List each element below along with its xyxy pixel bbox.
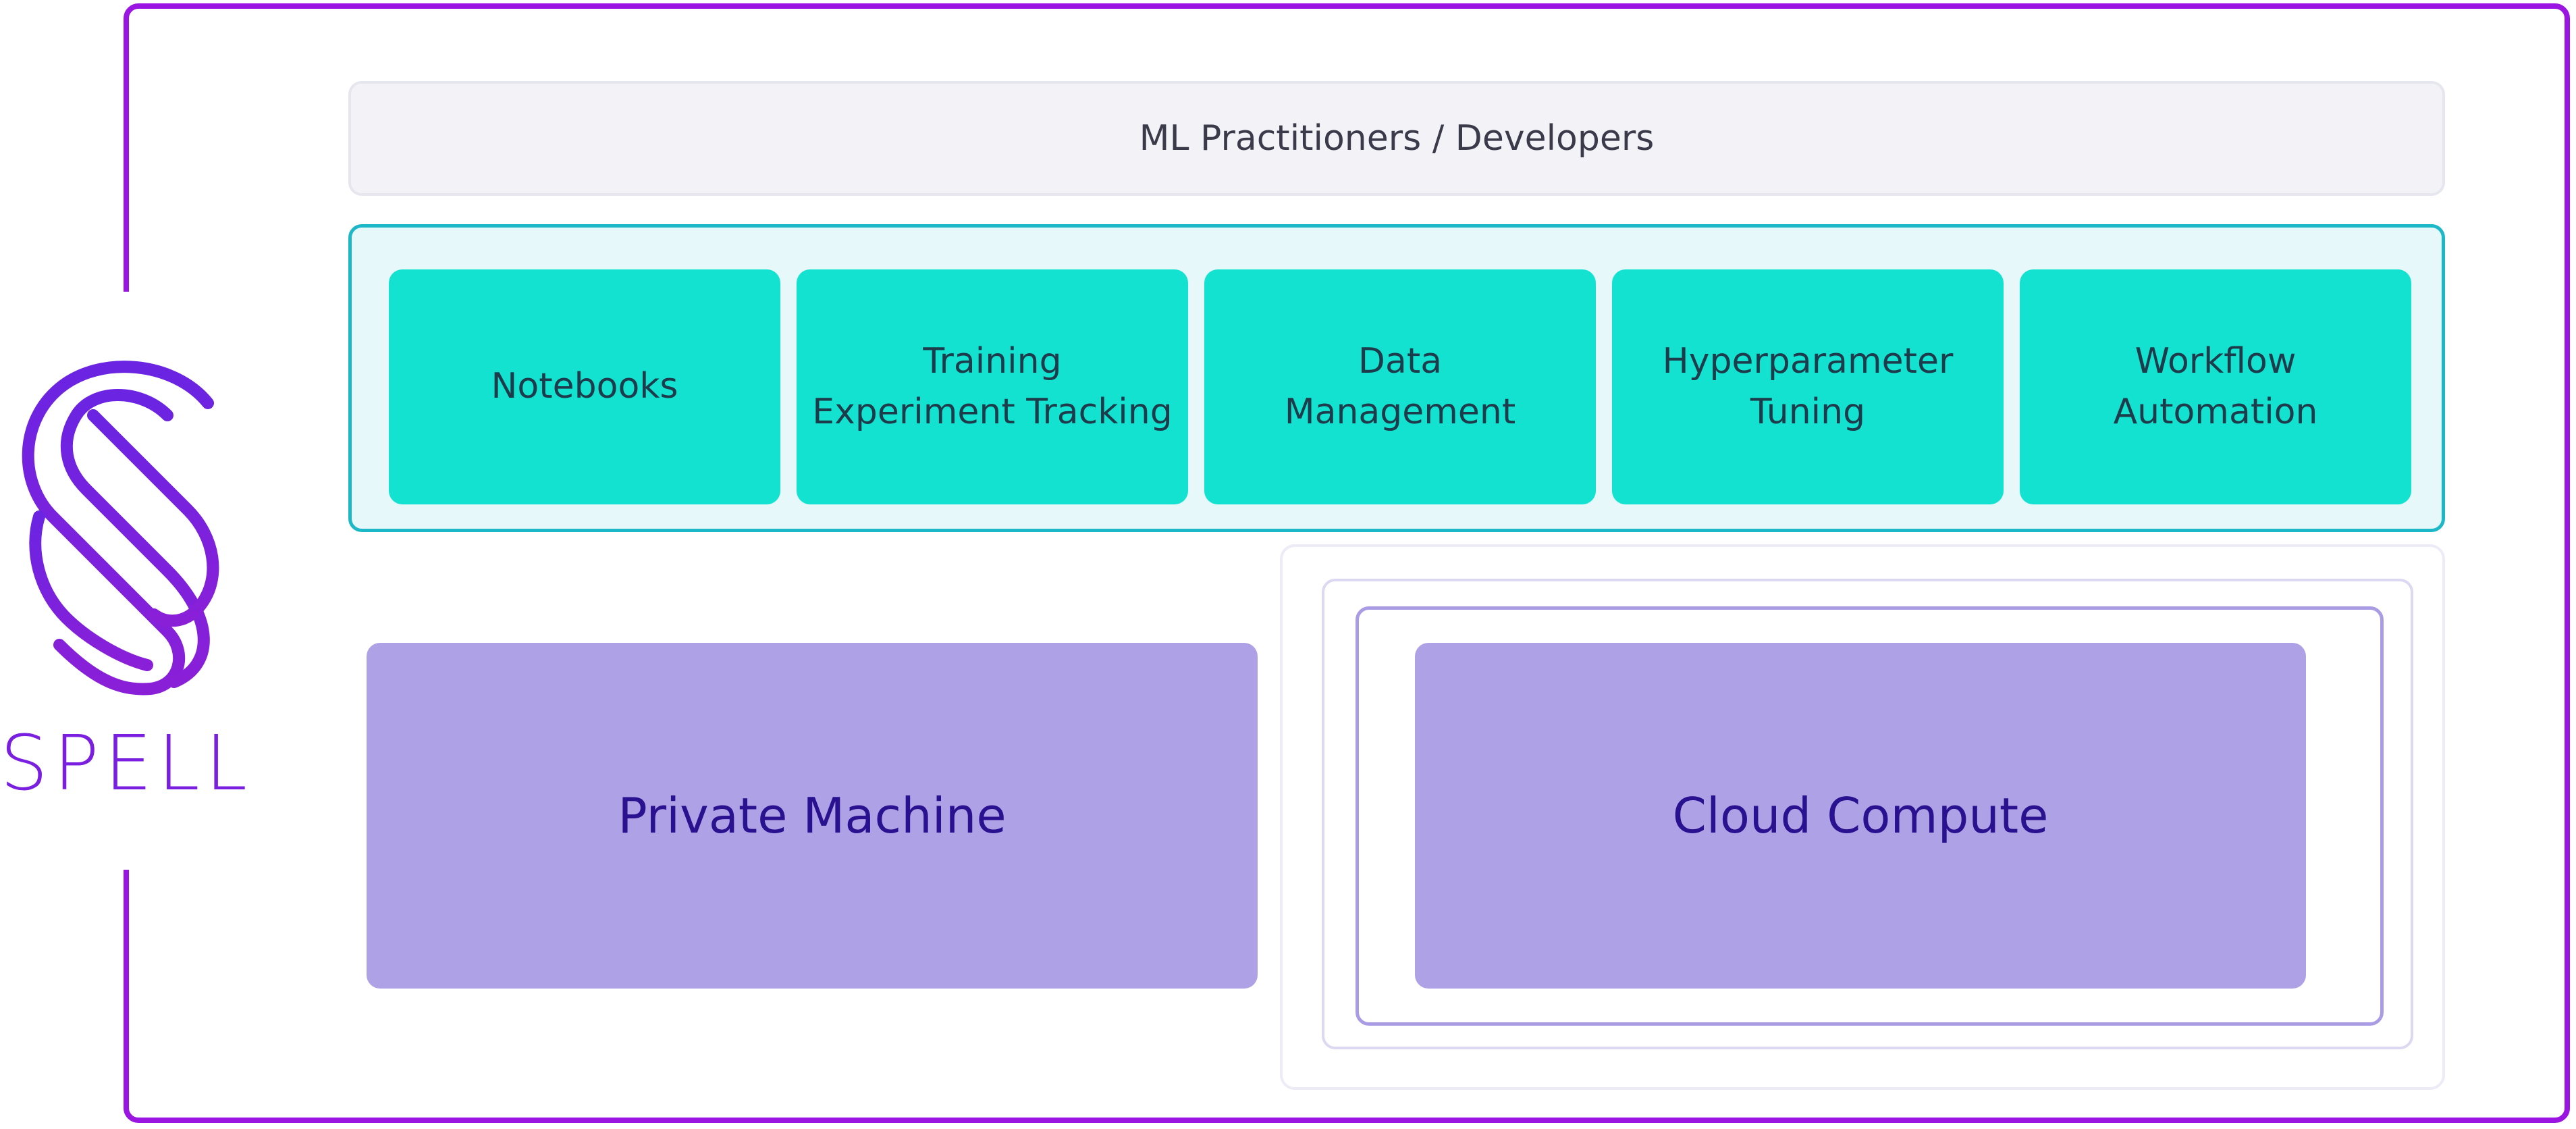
logo-wordmark: SPELL	[0, 720, 253, 808]
tool-label: Notebooks	[491, 366, 678, 407]
tool-training-experiment-tracking: Training Experiment Tracking	[797, 269, 1188, 504]
top-band-label: ML Practitioners / Developers	[1139, 118, 1655, 159]
ml-practitioners-band: ML Practitioners / Developers	[348, 81, 2445, 196]
private-machine-box: Private Machine	[367, 643, 1258, 989]
private-machine-label: Private Machine	[618, 787, 1007, 844]
tools-container: Notebooks Training Experiment Tracking D…	[348, 224, 2445, 532]
tool-label: Hyperparameter Tuning	[1662, 340, 1954, 432]
tool-label: Data Management	[1284, 340, 1516, 432]
cloud-outer-border	[1280, 544, 2445, 1090]
tool-label: Training Experiment Tracking	[812, 340, 1173, 432]
spell-s-icon	[22, 361, 219, 695]
tool-notebooks: Notebooks	[389, 269, 780, 504]
tool-hyperparameter-tuning: Hyperparameter Tuning	[1612, 269, 2004, 504]
tool-workflow-automation: Workflow Automation	[2020, 269, 2411, 504]
cloud-compute-label: Cloud Compute	[1672, 787, 2049, 844]
tool-data-management: Data Management	[1204, 269, 1596, 504]
cloud-inner-border	[1356, 606, 2384, 1026]
spell-logo: SPELL	[0, 348, 250, 820]
cloud-middle-border	[1322, 579, 2413, 1049]
cloud-compute-box: Cloud Compute	[1415, 643, 2306, 989]
tool-label: Workflow Automation	[2113, 340, 2318, 432]
